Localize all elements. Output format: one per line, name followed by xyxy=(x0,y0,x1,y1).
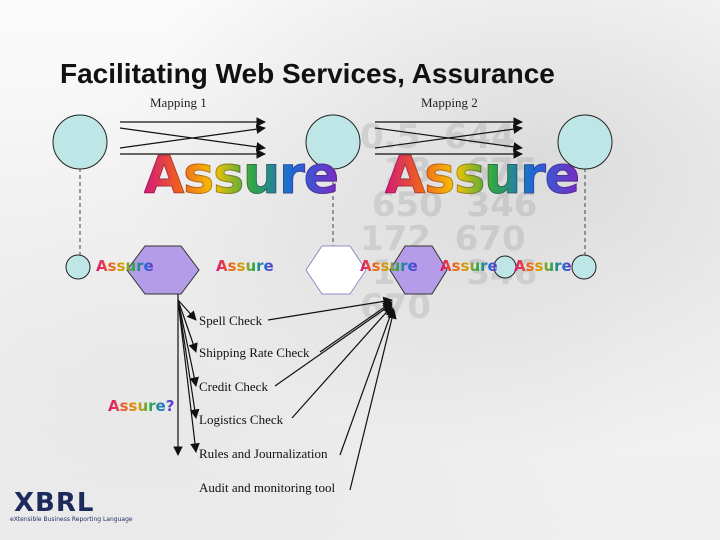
check-item-spell: Spell Check xyxy=(199,313,263,328)
assure-question-label: Assure? xyxy=(108,397,175,415)
system-node-right xyxy=(557,114,613,170)
endpoint-node-left xyxy=(65,254,91,280)
xbrl-logo-wordmark: XBRL xyxy=(14,488,95,518)
endpoint-node-right xyxy=(571,254,597,280)
check-item-audit-monitoring: Audit and monitoring tool xyxy=(199,480,336,495)
assure-label-2: Assure xyxy=(216,257,274,275)
assure-rainbow-large-right: Assure xyxy=(384,146,580,206)
assure-label-1: Assure xyxy=(96,257,154,275)
xbrl-logo-tagline: eXtensible Business Reporting Language xyxy=(10,516,133,523)
right-return-arrows xyxy=(267,296,397,491)
xbrl-logo: XBRL eXtensible Business Reporting Langu… xyxy=(8,488,133,534)
check-item-shipping-rate: Shipping Rate Check xyxy=(199,345,310,360)
system-node-middle xyxy=(305,114,361,170)
mapping-1-arrows xyxy=(119,117,266,159)
check-item-credit: Credit Check xyxy=(199,379,268,394)
assure-rainbow-large-left: Assure xyxy=(143,146,339,206)
mapping-2-label: Mapping 2 xyxy=(421,95,478,110)
service-hexagon-left xyxy=(126,245,200,295)
mapping-1-label: Mapping 1 xyxy=(150,95,207,110)
service-hexagon-right xyxy=(389,245,448,295)
assure-label-3: Assure xyxy=(360,257,418,275)
service-hexagon-empty xyxy=(305,245,367,295)
endpoint-node-mid xyxy=(493,255,517,279)
left-check-arrows xyxy=(173,294,200,456)
mapping-2-arrows xyxy=(374,117,523,159)
slide-title: Facilitating Web Services, Assurance xyxy=(60,58,555,89)
system-node-left xyxy=(52,114,108,170)
check-item-rules-journalization: Rules and Journalization xyxy=(199,446,328,461)
assure-label-5: Assure xyxy=(514,257,572,275)
check-item-logistics: Logistics Check xyxy=(199,412,284,427)
assure-label-4: Assure xyxy=(440,257,498,275)
